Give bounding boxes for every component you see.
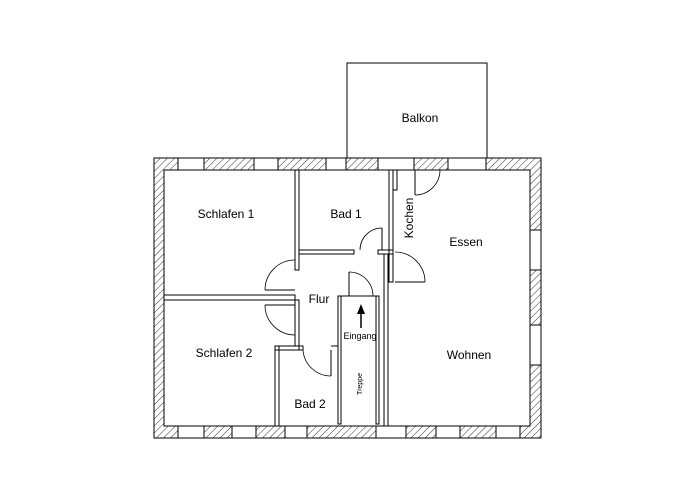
essen-label: Essen [449, 235, 482, 249]
schlafen2-label: Schlafen 2 [196, 346, 253, 360]
bad2-label: Bad 2 [294, 397, 326, 411]
wohnen-label: Wohnen [447, 348, 491, 362]
eingang-label: Eingang [343, 331, 376, 341]
entrance-arrow [357, 304, 365, 328]
treppe-label: Treppe [357, 373, 364, 395]
schlafen1-label: Schlafen 1 [198, 207, 255, 221]
balkon-label: Balkon [402, 111, 439, 125]
windows [177, 157, 542, 439]
doors [264, 169, 441, 377]
interior-walls [163, 169, 398, 427]
bad1-label: Bad 1 [330, 207, 362, 221]
balcony-outline [346, 62, 488, 161]
flur-label: Flur [309, 292, 330, 306]
outer-walls [153, 157, 542, 439]
kochen-label: Kochen [402, 198, 416, 239]
